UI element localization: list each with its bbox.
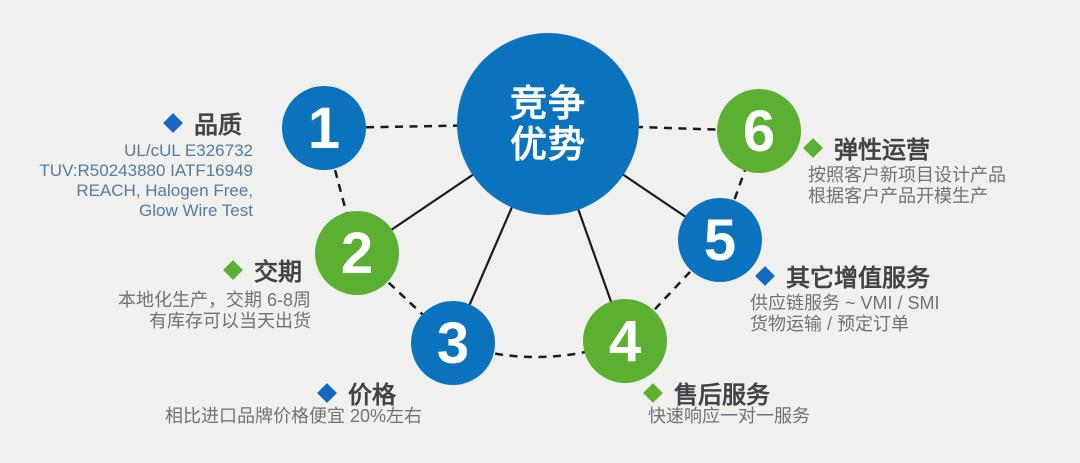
node-4-description: 快速响应一对一服务 — [648, 406, 810, 427]
center-hub-title-line2: 优势 — [510, 124, 586, 165]
desc-line: REACH, Halogen Free, — [76, 181, 253, 200]
desc-line: 本地化生产，交期 6-8周 — [117, 290, 311, 310]
desc-line: 快速响应一对一服务 — [648, 406, 810, 426]
node-1-number: 1 — [307, 95, 341, 161]
desc-line: 按照客户新项目设计产品 — [808, 165, 1006, 185]
node-6-description: 按照客户新项目设计产品 根据客户产品开模生产 — [808, 165, 1006, 207]
node-5-description: 供应链服务 ~ VMI / SMI 货物运输 / 预定订单 — [750, 293, 940, 335]
diamond-icon — [755, 265, 775, 286]
diamond-icon — [803, 137, 823, 158]
node-5-heading: 其它增值服务 — [755, 258, 930, 293]
node-6-heading: 弹性运营 — [803, 130, 930, 165]
node-2-heading: 交期 — [223, 252, 302, 287]
desc-line: 根据客户产品开模生产 — [808, 186, 988, 206]
node-5-number: 5 — [703, 207, 737, 273]
node-4-number: 4 — [608, 308, 642, 374]
node-6-circle: 6 — [717, 89, 801, 173]
desc-line: 供应链服务 ~ VMI / SMI — [750, 293, 940, 313]
node-3-number: 3 — [436, 310, 470, 376]
node-1-label: 品质 — [194, 112, 242, 139]
desc-line: UL/cUL E326732 — [124, 141, 253, 160]
desc-line: Glow Wire Test — [139, 201, 253, 220]
node-3-circle: 3 — [411, 301, 495, 385]
node-1-circle: 1 — [282, 86, 366, 170]
node-6-number: 6 — [742, 98, 776, 164]
node-6-label: 弹性运营 — [834, 137, 930, 164]
desc-line: 有库存可以当天出货 — [149, 311, 311, 331]
node-1-heading: 品质 — [163, 105, 242, 140]
desc-line: 货物运输 / 预定订单 — [750, 314, 910, 334]
node-1-description: UL/cUL E326732 TUV:R50243880 IATF16949 R… — [13, 141, 253, 221]
node-4-heading: 售后服务 — [643, 375, 770, 410]
node-2-label: 交期 — [254, 259, 302, 286]
diamond-icon — [223, 259, 243, 280]
node-4-circle: 4 — [583, 299, 667, 383]
node-2-description: 本地化生产，交期 6-8周 有库存可以当天出货 — [71, 290, 311, 332]
node-2-number: 2 — [340, 220, 374, 286]
center-hub-circle: 竞争 优势 — [457, 33, 639, 215]
node-2-circle: 2 — [315, 211, 399, 295]
node-3-description: 相比进口品牌价格便宜 20%左右 — [165, 406, 422, 427]
node-5-circle: 5 — [678, 198, 762, 282]
center-hub-title: 竞争 优势 — [510, 83, 586, 165]
center-hub-title-line1: 竞争 — [510, 83, 586, 124]
node-3-label: 价格 — [348, 382, 396, 409]
desc-line: TUV:R50243880 IATF16949 — [39, 161, 253, 180]
desc-line: 相比进口品牌价格便宜 20%左右 — [165, 406, 423, 426]
node-3-heading: 价格 — [317, 375, 396, 410]
diamond-icon — [163, 112, 183, 133]
node-5-label: 其它增值服务 — [786, 265, 930, 292]
diamond-icon — [643, 382, 663, 403]
node-4-label: 售后服务 — [674, 382, 770, 409]
diamond-icon — [317, 382, 337, 403]
